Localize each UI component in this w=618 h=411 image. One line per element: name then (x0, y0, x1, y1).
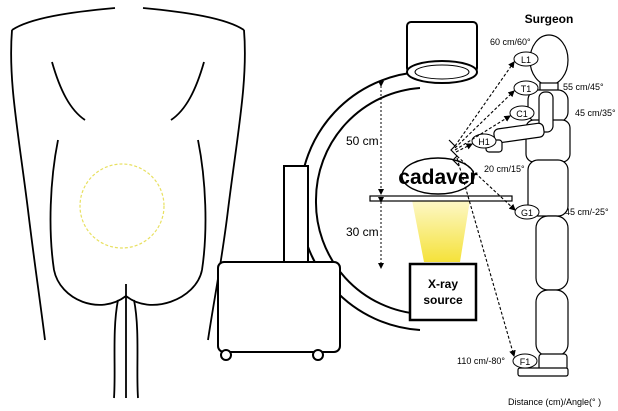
svg-text:H1: H1 (478, 137, 490, 147)
point-l1: L1 (513, 51, 539, 67)
svg-text:G1: G1 (521, 208, 533, 218)
wheel-left (220, 349, 232, 361)
distance-lower-label: 30 cm (346, 225, 379, 239)
measure-t1: 55 cm/45° (563, 82, 604, 92)
c-arm-machine: X-ray source (217, 21, 478, 361)
point-t1: T1 (513, 80, 539, 96)
c-arm-column (283, 165, 309, 273)
svg-text:T1: T1 (521, 84, 532, 94)
measure-g1: 45 cm/-25° (565, 207, 609, 217)
measure-c1: 45 cm/35° (575, 108, 616, 118)
target-area-circle (79, 163, 165, 249)
measurement-points: L1 T1 C1 H1 G1 F1 (471, 51, 540, 369)
wheel-right (312, 349, 324, 361)
image-detector (406, 21, 478, 84)
distance-upper-label: 50 cm (346, 134, 379, 148)
svg-text:L1: L1 (521, 55, 531, 65)
svg-text:F1: F1 (520, 357, 531, 367)
svg-text:C1: C1 (516, 109, 528, 119)
scatter-source-zigzag (448, 139, 460, 167)
measure-l1: 60 cm/60° (490, 37, 531, 47)
scatter-arrows (454, 61, 516, 358)
point-f1: F1 (512, 353, 538, 369)
xray-source-box (408, 262, 478, 322)
surgeon-title: Surgeon (525, 12, 574, 26)
point-h1: H1 (471, 133, 497, 149)
footer-caption: Distance (cm)/Angle(° ) (508, 397, 601, 407)
measure-h1: 20 cm/15° (484, 164, 525, 174)
cadaver-label: cadaver (398, 166, 477, 189)
xray-beam (412, 200, 470, 262)
patient-back-outline (10, 7, 246, 399)
operating-table (369, 195, 513, 202)
point-g1: G1 (514, 204, 540, 220)
surgeon-figure (485, 34, 571, 377)
measure-f1: 110 cm/-80° (457, 356, 505, 366)
base-cart (217, 261, 341, 353)
xray-label-line1: X-ray (428, 277, 458, 291)
xray-label-line2: source (423, 293, 463, 307)
point-c1: C1 (509, 105, 535, 121)
cadaver-ellipse (401, 157, 475, 195)
